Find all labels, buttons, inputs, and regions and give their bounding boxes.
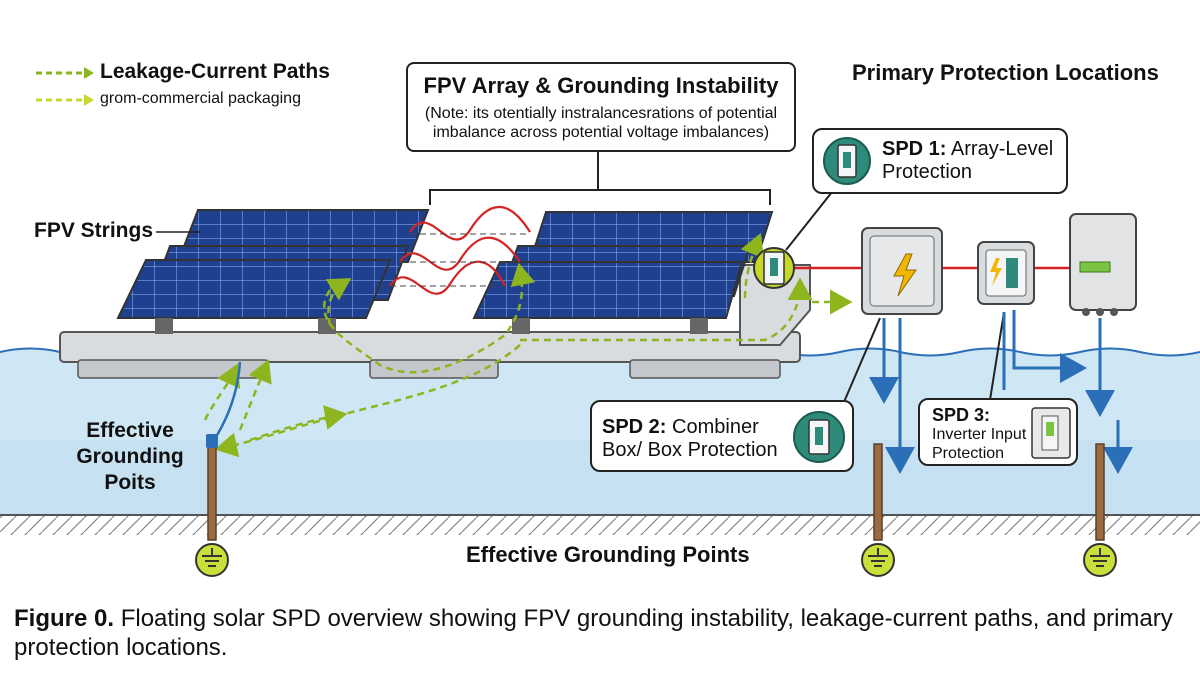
- inverter: [1069, 213, 1137, 316]
- lightning-icon: [893, 253, 917, 297]
- leakage-current-paths: [203, 233, 853, 458]
- diagram-title: FPV Array & Grounding Instability: [423, 73, 779, 98]
- legend-leakage-swatch: [36, 67, 94, 79]
- spd1-desc: Array-Level Protection: [882, 138, 1054, 183]
- floating-platform: [59, 264, 811, 379]
- title-box: FPV Array & Grounding Instability (Note:…: [406, 62, 796, 152]
- spd3-callout: SPD 3:Inverter Input Protection: [918, 398, 1078, 466]
- spd2-desc: Combiner Box/ Box Protection: [602, 416, 778, 461]
- figure-label: Figure 0.: [14, 605, 115, 632]
- ground-symbol-icon: [861, 543, 895, 577]
- fpv-string-right: [472, 211, 774, 334]
- title-bracket: [429, 152, 771, 205]
- fpv-string-left: [116, 209, 430, 334]
- spd2-callout: SPD 2: Combiner Box/ Box Protection: [590, 400, 854, 472]
- effective-grounding-center-label: Effective Grounding Points: [466, 542, 750, 567]
- current-flow-arrows: [869, 310, 1133, 474]
- spd1-name: SPD 1:: [882, 138, 947, 160]
- diagram-note: (Note: its otentially instralancesration…: [424, 105, 778, 141]
- primary-protection-title: Primary Protection Locations: [852, 60, 1159, 85]
- lightning-icon: [990, 258, 1002, 286]
- lakebed-ground: [0, 514, 1200, 535]
- spd1-array-device: [753, 247, 795, 289]
- inverter-display-icon: [1079, 261, 1111, 273]
- spd-module: [977, 241, 1035, 305]
- ground-symbol-icon: [1083, 543, 1117, 577]
- spd-device-icon: [793, 411, 845, 463]
- legend-leakage-label: Leakage-Current Paths: [100, 60, 330, 83]
- spd-device-icon: [823, 137, 871, 185]
- voltage-imbalance-waves: [389, 205, 531, 295]
- figure-caption-text: Floating solar SPD overview showing FPV …: [14, 605, 1173, 661]
- combiner-box: [861, 227, 943, 315]
- figure-caption: Figure 0. Floating solar SPD overview sh…: [14, 604, 1184, 662]
- ground-cable-left: [212, 361, 242, 441]
- spd3-desc: Inverter Input Protection: [932, 426, 1027, 462]
- fpv-strings-label: FPV Strings: [34, 219, 154, 242]
- legend-packaging-label: grom-commercial packaging: [100, 90, 301, 107]
- legend-packaging-swatch: [36, 94, 94, 106]
- spd1-callout: SPD 1: Array-Level Protection: [812, 128, 1068, 194]
- ground-symbol-icon: [195, 543, 229, 577]
- spd2-name: SPD 2:: [602, 416, 667, 438]
- spd3-name: SPD 3:: [932, 405, 991, 425]
- effective-grounding-left-label: Effective Grounding Poits: [76, 419, 184, 494]
- ground-clamp-left: [206, 434, 218, 448]
- callout-pointers: [785, 191, 1005, 403]
- spd-device-icon: [1031, 407, 1071, 459]
